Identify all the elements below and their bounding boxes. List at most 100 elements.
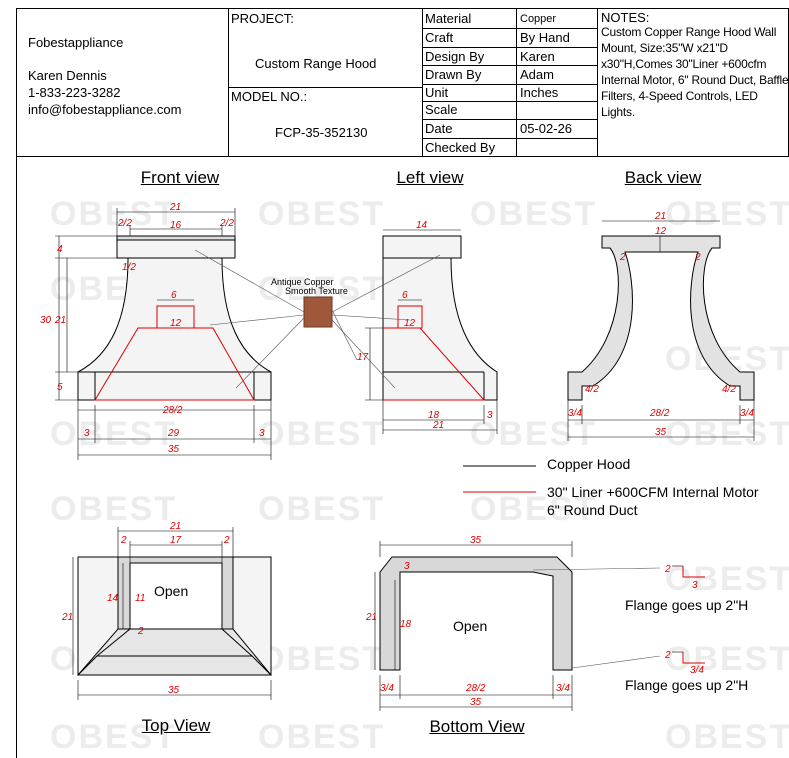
flange-label-1: Flange goes up 2"H (625, 597, 748, 613)
spec-label-checked-by: Checked By (425, 140, 496, 155)
dim-left-total: 21 (432, 420, 444, 431)
dim-left-base: 18 (428, 410, 440, 421)
dim-front-h-bottom: 5 (57, 382, 63, 393)
back-view-title: Back view (624, 168, 702, 187)
watermark: OBEST (50, 195, 177, 233)
bottom-dimension-lines (374, 541, 573, 711)
dim-front-duct: 6 (171, 290, 177, 301)
dim-bottom-wall: 3 (404, 561, 410, 572)
title-block (16, 8, 789, 758)
left-collar (382, 235, 462, 259)
dim-front-h-top: 4 (57, 244, 63, 255)
dim-left-h: 17 (357, 352, 369, 363)
dim-left-top: 14 (416, 220, 428, 231)
top-view-drawing (76, 556, 273, 676)
legend: Copper Hood 30" Liner +600CFM Internal M… (463, 456, 759, 518)
spec-value-craft: By Hand (520, 30, 570, 45)
left-dimension-lines (365, 229, 498, 434)
left-body (382, 257, 498, 401)
material-line1: Antique Copper (271, 277, 334, 287)
dim-front-side: 3 (84, 428, 90, 439)
spec-label-drawn-by: Drawn By (425, 67, 482, 82)
dim-front-liner-w: 28/2 (162, 405, 183, 416)
dim-front-side: 3 (259, 428, 265, 439)
dim-front-h-mid: 21 (54, 315, 66, 326)
spec-label-material: Material (425, 11, 472, 26)
dim-back-lip: 4/2 (585, 384, 599, 395)
dim-front-top-w: 21 (169, 202, 181, 213)
front-dimension-lines (55, 208, 272, 460)
left-liner (383, 305, 486, 401)
spec-value-unit: Inches (520, 85, 559, 100)
dim-top-depth: 21 (61, 612, 73, 623)
dim-flange-d: 3/4 (690, 665, 704, 676)
dim-top-total: 35 (168, 685, 180, 696)
dim-bottom-inner-d: 18 (400, 619, 412, 630)
watermark: OBEST (470, 195, 597, 233)
dim-back-lip: 4/2 (722, 384, 736, 395)
dim-front-side-half: 2/2 (117, 218, 132, 229)
dim-flange-b: 3 (692, 580, 698, 591)
watermark: OBEST (665, 415, 789, 453)
dim-back-total: 35 (655, 427, 667, 438)
material-line2: Smooth Texture (285, 286, 348, 296)
spec-label-design-by: Design By (425, 49, 485, 64)
top-dimension-lines (72, 527, 272, 700)
spec-value-design-by: Karen (520, 49, 555, 64)
watermark: OBEST (50, 490, 177, 528)
dim-back-foot: 3/4 (568, 408, 582, 419)
bottom-frame (379, 556, 573, 671)
dim-top-side: 2 (223, 535, 230, 546)
watermark: OBEST (665, 640, 789, 678)
back-frame (567, 235, 755, 401)
dim-front-side-half: 2/2 (219, 218, 234, 229)
dim-front-liner-top: 12 (170, 318, 182, 329)
dim-flange-a: 2 (664, 564, 671, 575)
model-value: FCP-35-352130 (275, 125, 368, 140)
dim-front-h-total: 30 (40, 315, 52, 326)
top-dimensions: 21 17 2 2 14 11 21 2 35 Open (61, 521, 230, 696)
dim-top-side: 2 (120, 535, 127, 546)
dim-top-w: 21 (169, 521, 181, 532)
left-view-title: Left view (396, 168, 464, 187)
watermark: OBEST (258, 415, 385, 453)
dim-front-total: 35 (168, 444, 180, 455)
spec-label-date: Date (425, 121, 453, 136)
legend-liner-label: 30" Liner +600CFM Internal Motor (547, 484, 759, 500)
watermark: OBEST (258, 195, 385, 233)
bottom-view-title: Bottom View (429, 717, 525, 736)
back-view-drawing (567, 235, 755, 401)
bottom-dimensions: 35 3 21 18 3/4 3/4 28/2 35 Open (365, 535, 570, 708)
dim-back-inner: 12 (655, 226, 667, 237)
bottom-view-drawing (379, 556, 573, 671)
material-sample: Antique Copper Smooth Texture (194, 249, 441, 389)
spec-label-unit: Unit (425, 85, 449, 100)
watermark: OBEST (258, 640, 385, 678)
left-dimensions: 14 6 12 17 18 3 21 (357, 220, 493, 431)
front-dimensions: 21 16 2/2 2/2 4 30 21 1/2 6 12 5 28/2 3 … (40, 202, 265, 455)
flange-details: 2 3 Flange goes up 2"H 2 3/4 Flange goes… (532, 564, 748, 693)
top-view-title: Top View (141, 716, 211, 735)
dim-bottom-foot: 3/4 (380, 683, 394, 694)
dim-top-bottom: 2 (137, 626, 144, 637)
top-open-label: Open (154, 583, 188, 599)
back-dimension-lines (567, 220, 755, 441)
spec-label-scale: Scale (425, 102, 458, 117)
watermark: OBEST (470, 490, 597, 528)
dim-bottom-w: 35 (470, 535, 482, 546)
dim-back-base: 28/2 (649, 408, 670, 419)
dim-left-liner: 12 (404, 318, 416, 329)
flange-label-2: Flange goes up 2"H (625, 677, 748, 693)
watermark: OBEST (50, 415, 177, 453)
front-view-title: Front view (140, 168, 220, 187)
spec-label-craft: Craft (425, 30, 454, 45)
dim-left-duct: 6 (402, 290, 408, 301)
watermark: OBEST (50, 718, 177, 756)
left-view-drawing (382, 235, 498, 401)
watermark: OBEST (665, 560, 789, 598)
contact-phone: 1-833-223-3282 (28, 85, 121, 100)
copper-swatch (303, 296, 333, 328)
dim-bottom-foot: 3/4 (556, 683, 570, 694)
bottom-open-label: Open (453, 618, 487, 634)
dim-back-top: 21 (654, 211, 666, 222)
